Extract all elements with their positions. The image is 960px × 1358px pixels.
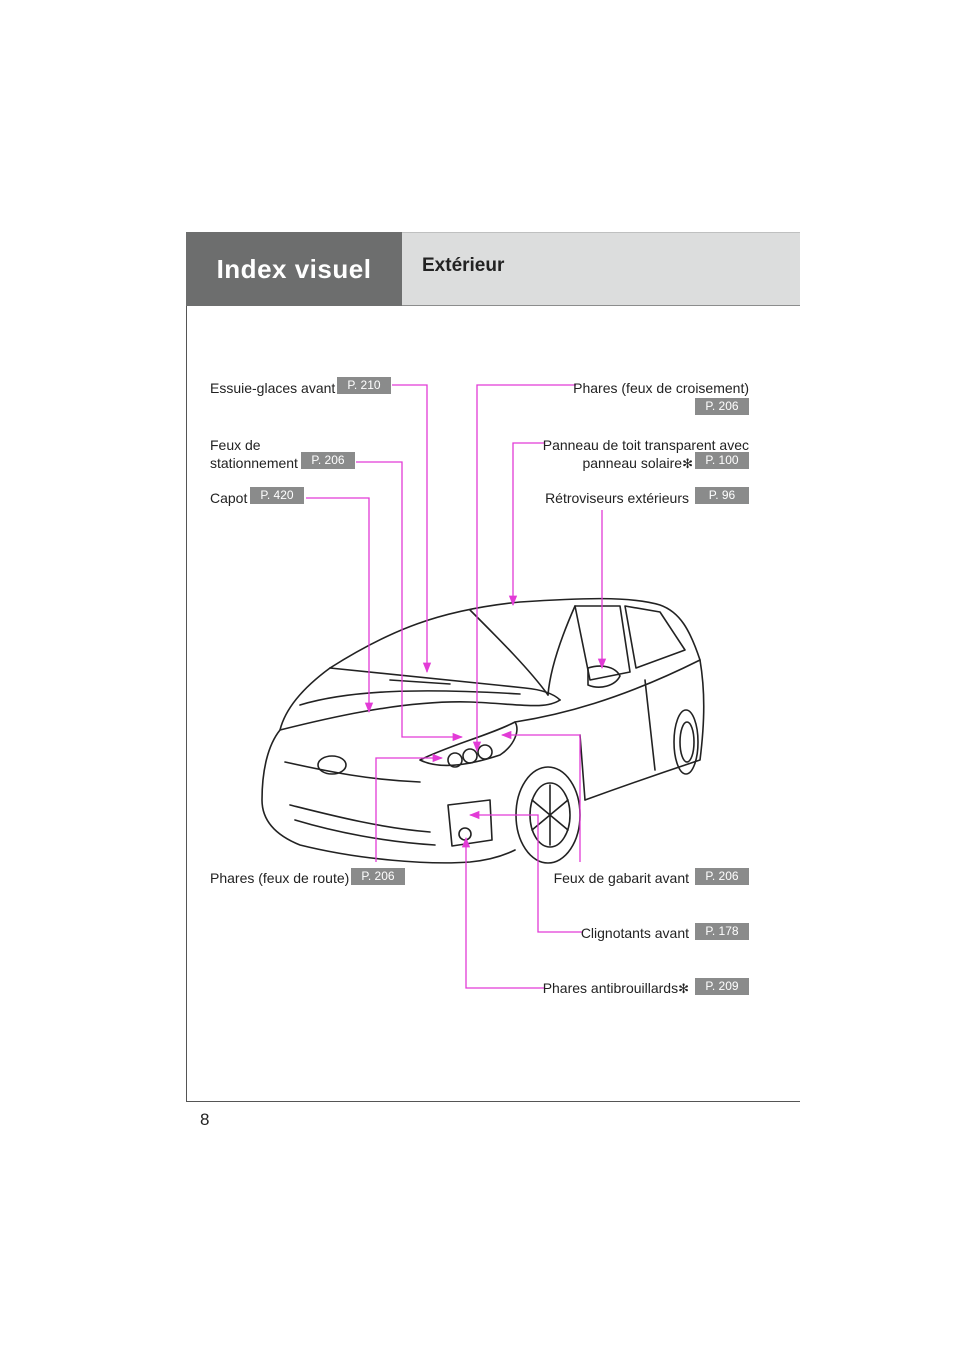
side-body [514,659,705,801]
rear-side-window [624,605,686,669]
rear-wheel-rim [679,721,695,763]
optional-star-icon: ✻ [682,456,693,471]
windshield-edge [547,605,576,696]
optional-star-icon: ✻ [678,981,689,996]
leader-fog-lights [461,836,544,989]
grille-top [284,761,421,783]
label-turn-signals: Clignotants avant [580,925,689,941]
car-illustration [261,597,705,864]
emblem [317,755,347,775]
title-bar: Extérieur [402,232,800,306]
roof-line [329,597,701,669]
label-moonroof-line2: panneau solaire✻ [582,455,693,472]
hood-crease [299,690,521,706]
windshield-base [329,667,561,701]
leader-high-beam [375,753,444,862]
page-ref-fog-lights[interactable]: P. 209 [695,978,749,995]
fog-light-housing [447,799,493,847]
leader-turn-signals [468,810,582,933]
front-side-window [574,605,631,681]
headlight-lamp-2 [462,748,478,764]
headlight-lamp-1 [447,752,463,768]
page-ref-low-beam[interactable]: P. 206 [695,398,749,415]
page-frame-left [186,232,187,1102]
label-low-beam: Phares (feux de croisement) [573,380,749,396]
page-number: 8 [200,1110,210,1129]
a-pillar [469,609,549,696]
leader-moonroof [508,442,545,607]
headlight-assembly [419,721,518,767]
label-mirrors: Rétroviseurs extérieurs [545,490,689,506]
label-fog-lights: Phares antibrouillards✻ [543,980,689,997]
label-moonroof-text: panneau solaire [582,455,683,471]
front-bumper [261,729,516,864]
lower-grille-2 [294,819,436,846]
page-ref-turn-signals[interactable]: P. 178 [695,923,749,940]
page-ref-hood[interactable]: P. 420 [250,487,304,504]
lower-grille [289,804,431,833]
page-title: Extérieur [422,255,505,276]
page-ref-wipers[interactable]: P. 210 [337,377,391,394]
label-fog-lights-text: Phares antibrouillards [542,980,679,996]
label-wipers: Essuie-glaces avant [210,380,336,396]
page-ref-side-marker[interactable]: P. 206 [695,868,749,885]
leader-low-beam [472,384,576,753]
leader-lines [306,384,607,989]
page-ref-parking-lights[interactable]: P. 206 [301,452,355,469]
leader-side-marker [500,730,581,862]
headlight-lamp-3 [477,744,493,760]
wiper-blade [389,679,451,685]
page-ref-high-beam[interactable]: P. 206 [351,868,405,885]
page-frame-bottom [186,1101,800,1102]
label-hood: Capot [210,490,248,506]
label-parking-lights-line1: Feux de [210,437,261,453]
fog-light-lamp [458,827,472,841]
label-parking-lights-line2: stationnement [210,455,298,471]
label-moonroof-line1: Panneau de toit transparent avec [542,437,749,453]
page-ref-moonroof[interactable]: P. 100 [695,452,749,469]
rear-wheel [673,709,699,775]
leader-parking-lights [356,461,464,742]
leader-hood [306,497,374,714]
door-edge [579,734,586,801]
label-side-marker: Feux de gabarit avant [553,870,689,886]
section-tab: Index visuel [186,232,402,306]
page-ref-mirrors[interactable]: P. 96 [695,487,749,504]
page-header: Index visuel Extérieur [186,232,800,306]
leader-wipers [392,384,432,674]
hood-outline [279,667,561,731]
rear-door-edge [644,679,656,771]
label-high-beam: Phares (feux de route) [210,870,350,886]
